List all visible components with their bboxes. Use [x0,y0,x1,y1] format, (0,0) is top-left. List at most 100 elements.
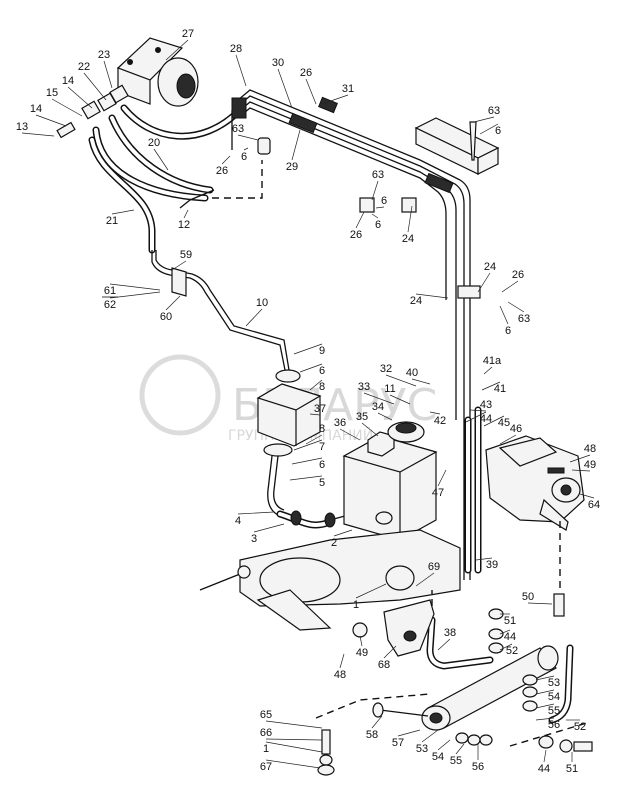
leader-line [111,209,135,215]
leader-line [321,94,349,105]
leader-line [455,743,465,755]
part-label-3: 3 [251,533,257,545]
leader-line [385,374,417,387]
leader-line [305,434,323,445]
pressure-pipes [231,89,482,580]
part-label-66: 66 [260,727,272,739]
leader-line [543,749,547,763]
leader-line [309,379,323,391]
part-label-46: 46 [510,423,522,435]
tractor-frame [199,529,461,631]
part-label-6: 6 [319,365,325,377]
mounting-bracket [414,117,500,175]
part-label-65: 65 [260,709,272,721]
part-label-10: 10 [256,297,268,309]
part-label-50: 50 [522,591,534,603]
part-label-9: 9 [319,345,325,357]
part-label-48: 48 [334,669,346,681]
leader-line [293,343,323,355]
part-label-51: 51 [504,615,516,627]
leader-line [483,415,505,427]
pipe-clamps [231,96,481,299]
steering-cylinder [372,616,574,731]
leader-line [437,638,451,651]
part-label-62: 62 [104,299,116,311]
leader-line [299,363,323,373]
leader-line [165,39,189,61]
leader-line [363,392,395,405]
leader-line [437,739,451,751]
leader-line [243,147,249,151]
leader-line [361,422,379,437]
leader-line [291,457,323,465]
part-label-6: 6 [505,325,511,337]
leader-line [235,54,247,87]
part-label-49: 49 [356,647,368,659]
part-label-45: 45 [498,417,510,429]
leader-line [165,295,181,311]
part-label-24: 24 [402,233,414,245]
leader-line [153,148,169,171]
part-label-27: 27 [182,28,194,40]
part-label-6: 6 [241,151,247,163]
leader-line [501,280,519,293]
part-label-14: 14 [62,75,74,87]
part-label-30: 30 [272,57,284,69]
leader-line [535,717,555,721]
part-label-55: 55 [450,755,462,767]
part-label-41a: 41a [483,355,502,367]
part-label-52: 52 [506,645,518,657]
leader-line [375,206,385,209]
part-label-35: 35 [356,411,368,423]
leader-line [377,412,393,421]
hydraulic-reservoir [342,421,438,541]
leader-line [339,653,345,669]
part-label-56: 56 [472,761,484,773]
leader-line [245,308,263,327]
part-label-42: 42 [434,415,446,427]
hoses-20 [92,104,244,202]
part-label-52: 52 [574,721,586,733]
leader-line [507,301,525,313]
part-label-49: 49 [584,459,596,471]
part-label-12: 12 [178,219,190,231]
part-label-37: 37 [314,403,326,415]
leader-line [277,68,293,109]
return-line [151,160,290,371]
leader-lines [21,39,595,769]
part-label-40: 40 [406,367,418,379]
leader-line [305,78,317,105]
part-label-6: 6 [381,195,387,207]
part-label-26: 26 [216,165,228,177]
part-label-24: 24 [410,295,422,307]
leader-line [389,394,411,405]
leader-line [109,283,161,291]
leader-line [535,675,555,681]
part-label-51: 51 [566,763,578,775]
part-label-14: 14 [30,103,42,115]
leader-line [499,643,513,651]
leader-line [359,635,363,647]
leader-line [309,413,321,416]
leader-line [437,469,447,487]
part-label-53: 53 [416,743,428,755]
part-label-63: 63 [518,313,530,325]
leader-line [339,428,361,441]
part-label-44: 44 [538,763,550,775]
part-label-59: 59 [180,249,192,261]
part-label-21: 21 [106,215,118,227]
part-label-54: 54 [432,751,444,763]
part-label-44: 44 [480,413,492,425]
part-label-26: 26 [350,229,362,241]
leader-line [355,583,387,599]
leader-line [291,129,301,161]
part-label-26: 26 [300,67,312,79]
part-label-28: 28 [230,43,242,55]
leader-line [499,434,517,445]
part-label-47: 47 [432,487,444,499]
leader-line [171,260,187,271]
part-label-32: 32 [380,363,392,375]
part-label-39: 39 [486,559,498,571]
part-label-29: 29 [286,161,298,173]
